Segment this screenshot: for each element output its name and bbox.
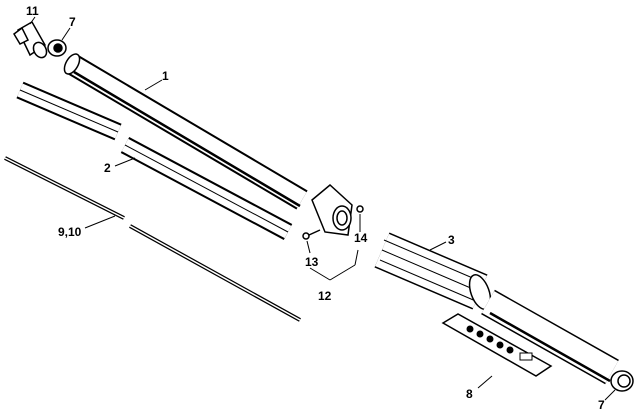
callout-9-10: 9,10: [58, 225, 82, 239]
callout-12: 12: [318, 289, 332, 303]
rod-part-9-10: [4, 156, 301, 322]
callout-2: 2: [104, 161, 111, 175]
channel-part-2: [16, 81, 293, 240]
nut-part-7-bottom: [610, 370, 634, 392]
callout-8: 8: [466, 387, 473, 401]
lower-tube: [481, 289, 619, 385]
grip-part-3: [374, 232, 492, 310]
callout-7-bottom: 7: [598, 398, 605, 412]
part-callouts: 11 7 1 2 9,10 14 13 12 3 8 7: [26, 4, 605, 412]
callout-13: 13: [305, 255, 319, 269]
clamp-part-12: [302, 184, 364, 240]
tube-part-1: [63, 53, 308, 210]
leader-lines: [29, 16, 616, 401]
nut-part-7-top: [47, 39, 67, 57]
callout-1: 1: [162, 69, 169, 83]
callout-11: 11: [26, 4, 39, 18]
label-sticker-part-8: [441, 313, 553, 377]
callout-3: 3: [448, 233, 455, 247]
callout-14: 14: [354, 231, 368, 245]
callout-7-top: 7: [69, 15, 76, 29]
cap-part-11: [13, 20, 48, 59]
